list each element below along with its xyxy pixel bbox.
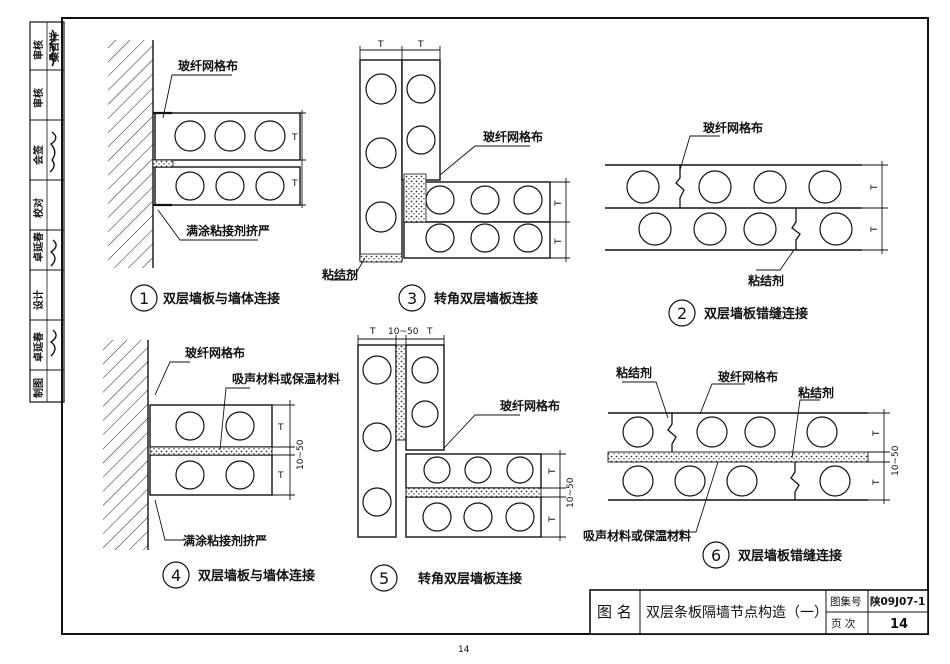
dim-T-2a: T — [870, 184, 880, 191]
sig-name-4: 卓延春 — [32, 232, 45, 262]
sig-role-6: 制图 — [32, 378, 45, 398]
dim-T-5d: T — [548, 516, 558, 523]
detail-number-4: 4 — [171, 566, 181, 585]
label-mesh-1: 玻纤网格布 — [178, 58, 238, 73]
signature-scribble-2 — [49, 131, 57, 173]
label-mesh-4: 玻纤网格布 — [185, 345, 245, 360]
label-fill-1: 满涂粘接剂挤严 — [186, 223, 270, 238]
dim-T-2b: T — [870, 226, 880, 233]
title-block: 图 名 双层条板隔墙节点构造（一） 图集号 陕09J07-1 页 次 14 — [589, 589, 929, 635]
title-block-label-name: 图 名 — [597, 603, 632, 621]
atlas-no: 陕09J07-1 — [870, 595, 925, 608]
label-adhesive-6b: 粘结剂 — [798, 385, 834, 400]
signature-scribble-4 — [49, 329, 57, 357]
signature-strip: 审核 桑百祥 审核 会签 校对 卓延春 设计 卓延春 制图 — [29, 21, 65, 403]
label-fill-4: 满涂粘接剂挤严 — [183, 533, 267, 548]
detail-number-6: 6 — [711, 546, 721, 565]
detail-caption-2: 双层墙板错缝连接 — [704, 306, 808, 322]
detail-2: T T 玻纤网格布 粘结剂 2 双层墙板错缝连接 — [605, 120, 888, 327]
footer-page-number: 14 — [458, 645, 470, 655]
detail-1: T T 玻纤网格布 满涂粘接剂挤严 1 双层墙板与墙体连接 — [108, 40, 306, 312]
dim-gap-4: 10~50 — [296, 439, 306, 470]
detail-6: T 10~50 T 粘结剂 玻纤网格布 粘结剂 吸声材料或保温材料 6 双层墙板… — [583, 365, 901, 569]
label-acoustic-6: 吸声材料或保温材料 — [583, 528, 691, 543]
drawing-title: 双层条板隔墙节点构造（一） — [646, 604, 828, 621]
label-adhesive-3: 粘结剂 — [322, 267, 358, 282]
signature-scribble-3 — [49, 239, 57, 267]
label-mesh-3: 玻纤网格布 — [483, 129, 543, 144]
dim-T-1a: T — [291, 133, 298, 143]
page-no: 14 — [890, 617, 908, 632]
dim-T-4a: T — [277, 423, 284, 433]
dim-T-6a: T — [872, 430, 882, 437]
sig-role-1: 审核 — [32, 88, 45, 108]
dim-T-4b: T — [277, 471, 284, 481]
detail-caption-5: 转角双层墙板连接 — [418, 571, 522, 587]
dim-T-3a: T — [377, 40, 384, 50]
label-atlas-no: 图集号 — [830, 595, 862, 608]
detail-5: T 10~50 T T 10~50 T 玻纤网格布 5 转角双层墙板连接 — [357, 327, 576, 592]
dim-T-6b: T — [872, 479, 882, 486]
dim-gap-5a: 10~50 — [388, 327, 419, 337]
detail-caption-4: 双层墙板与墙体连接 — [198, 568, 315, 584]
label-mesh-6: 玻纤网格布 — [718, 369, 778, 384]
dim-gap-6: 10~50 — [891, 445, 901, 476]
sig-name-6: 卓延春 — [32, 332, 45, 362]
signature-scribble-1 — [48, 29, 56, 67]
detail-caption-3: 转角双层墙板连接 — [434, 291, 538, 307]
dim-T-3c: T — [554, 200, 564, 207]
label-page: 页 次 — [831, 617, 856, 630]
dim-T-5b: T — [426, 327, 433, 337]
detail-3: T T T T 玻纤网格布 粘结剂 3 转角双层墙板连接 — [322, 40, 570, 312]
sig-role-0: 审核 — [32, 40, 45, 60]
dim-T-3d: T — [554, 238, 564, 245]
detail-number-2: 2 — [677, 304, 687, 323]
sig-role-2: 会签 — [32, 144, 45, 165]
detail-number-1: 1 — [139, 289, 149, 308]
detail-number-5: 5 — [379, 569, 389, 588]
label-adhesive-2: 粘结剂 — [748, 273, 784, 288]
dim-T-3b: T — [417, 40, 424, 50]
label-mesh-2: 玻纤网格布 — [703, 120, 763, 135]
detail-caption-6: 双层墙板错缝连接 — [738, 548, 842, 564]
dim-T-5c: T — [548, 468, 558, 475]
label-acoustic-4: 吸声材料或保温材料 — [232, 371, 340, 386]
dim-gap-5b: 10~50 — [566, 477, 576, 508]
sig-role-3: 校对 — [32, 198, 45, 218]
detail-caption-1: 双层墙板与墙体连接 — [163, 291, 280, 307]
dim-T-5a: T — [369, 327, 376, 337]
detail-4: T T 10~50 玻纤网格布 吸声材料或保温材料 满涂粘接剂挤严 4 双层墙板… — [103, 340, 340, 589]
label-adhesive-6a: 粘结剂 — [616, 365, 652, 380]
outer-border — [61, 17, 929, 635]
label-mesh-5: 玻纤网格布 — [500, 398, 560, 413]
detail-number-3: 3 — [407, 289, 417, 308]
dim-T-1b: T — [291, 179, 298, 189]
sig-role-4: 设计 — [32, 290, 45, 310]
